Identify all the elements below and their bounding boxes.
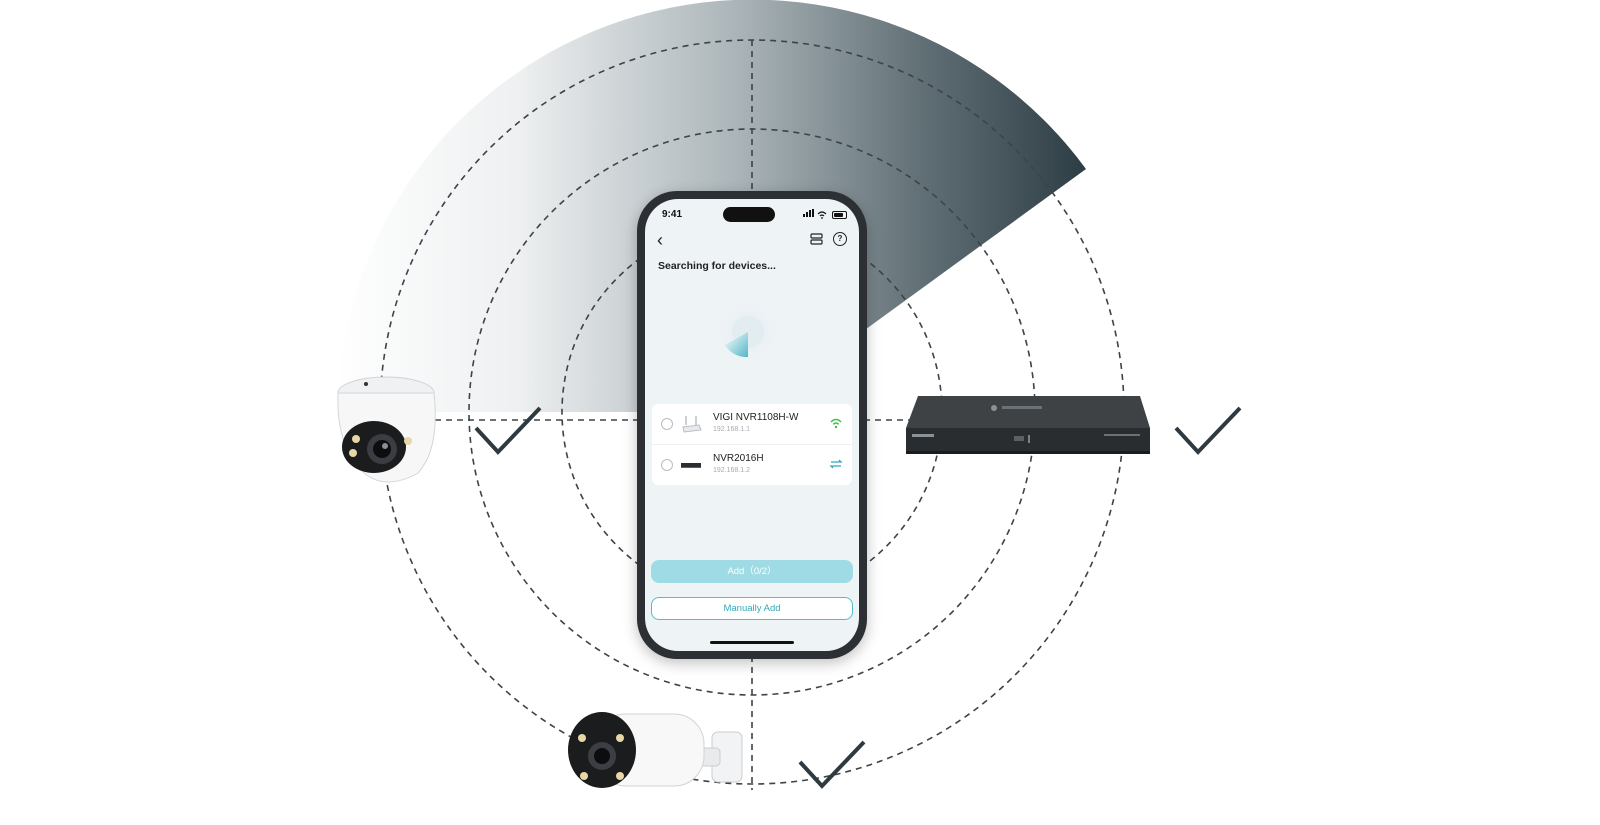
status-icons [802, 209, 847, 219]
device-name: NVR2016H [713, 453, 764, 464]
check-icon [1174, 406, 1242, 455]
check-icon [474, 406, 542, 455]
device-ip: 192.168.1.2 [713, 467, 750, 474]
check-icon [798, 740, 866, 789]
device-radio[interactable] [661, 459, 673, 471]
signal-icon [802, 209, 814, 217]
list-item[interactable]: VIGI NVR1108H-W 192.168.1.1 [652, 404, 852, 445]
device-name: VIGI NVR1108H-W [713, 412, 799, 423]
page-title: Searching for devices... [658, 260, 776, 272]
search-radar-icon [714, 298, 782, 366]
ethernet-icon [829, 459, 843, 469]
device-radio[interactable] [661, 418, 673, 430]
wifi-icon [830, 418, 842, 429]
battery-icon [832, 210, 847, 219]
nvr-wifi-thumbnail [682, 416, 702, 433]
home-indicator [710, 641, 794, 644]
nvr-thumbnail [681, 463, 701, 468]
status-wifi-icon [817, 211, 827, 219]
status-time: 9:41 [662, 209, 683, 220]
nav-bar: ‹ ? [645, 229, 859, 253]
bullet-camera [568, 712, 743, 788]
back-icon[interactable]: ‹ [657, 230, 663, 250]
devices-icon[interactable] [810, 233, 823, 245]
manually-add-button[interactable]: Manually Add [651, 597, 853, 620]
dome-camera [337, 376, 436, 483]
list-item[interactable]: NVR2016H 192.168.1.2 [652, 445, 852, 485]
dynamic-island [723, 207, 775, 222]
nvr-recorder [906, 396, 1150, 454]
add-button[interactable]: Add（0/2） [651, 560, 853, 583]
phone-device: 9:41 ‹ ? Searching for de [637, 191, 867, 659]
device-list: VIGI NVR1108H-W 192.168.1.1 NVR2016H 192… [652, 404, 852, 485]
help-icon[interactable]: ? [833, 232, 847, 246]
phone-screen: 9:41 ‹ ? Searching for de [645, 199, 859, 651]
status-bar: 9:41 [645, 199, 859, 227]
device-ip: 192.168.1.1 [713, 426, 750, 433]
